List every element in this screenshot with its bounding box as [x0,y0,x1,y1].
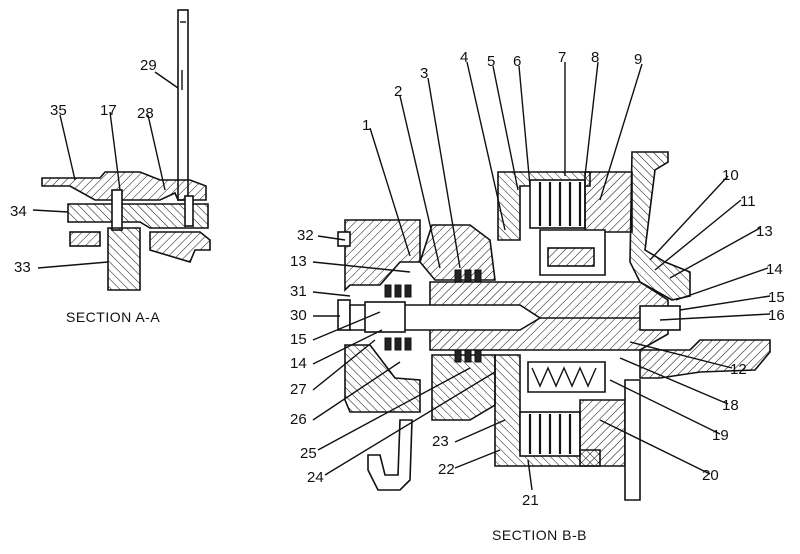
clutch-plates-upper [529,179,586,229]
callout-9: 9 [634,51,642,68]
shift-fork [67,203,209,229]
callout-20: 20 [702,467,719,484]
callout-35: 35 [50,102,67,119]
callout-21: 21 [522,492,539,509]
clutch-plates-lower [519,411,581,457]
gear-teeth-upper [384,269,482,298]
lever-33 [107,227,141,291]
housing-top [41,171,207,201]
callout-7: 7 [558,49,566,66]
callout-28: 28 [137,105,154,122]
callout-15b: 15 [768,289,785,306]
support-leg [367,419,413,491]
bracket [149,231,211,263]
shift-rod [177,9,189,201]
callout-31: 31 [290,283,307,300]
callout-27: 27 [290,381,307,398]
section-aa-drawing [41,9,211,291]
spring-coils [531,366,597,388]
right-flange-lower [639,339,771,379]
callout-17: 17 [100,102,117,119]
callout-1: 1 [362,117,370,134]
fork-pin [111,189,123,231]
lower-block-33 [69,231,101,247]
callout-29: 29 [140,57,157,74]
callout-14a: 14 [290,355,307,372]
callout-2: 2 [394,83,402,100]
callout-30: 30 [290,307,307,324]
caption-section-bb: SECTION B-B [492,527,587,543]
callout-23: 23 [432,433,449,450]
callout-15a: 15 [290,331,307,348]
callout-33: 33 [14,259,31,276]
callout-18: 18 [722,397,739,414]
callout-19: 19 [712,427,729,444]
callout-34: 34 [10,203,27,220]
callout-14b: 14 [766,261,783,278]
callout-13a: 13 [290,253,307,270]
right-housing [629,151,691,301]
callout-24: 24 [307,469,324,486]
gear-teeth-lower [384,337,482,363]
callout-8: 8 [591,49,599,66]
callout-10: 10 [722,167,739,184]
callout-16: 16 [768,307,785,324]
callout-4: 4 [460,49,468,66]
shaft-right-end [639,305,681,331]
callout-32: 32 [297,227,314,244]
clutch-drum-upper [584,171,633,233]
spring-pack [527,361,606,393]
left-cover-lower [344,344,421,413]
callout-22: 22 [438,461,455,478]
callout-25: 25 [300,445,317,462]
output-plate [624,379,641,501]
callout-5: 5 [487,53,495,70]
section-bb-drawing [337,151,771,501]
input-gear-lower [431,354,496,421]
left-cover [344,219,421,292]
caption-section-aa: SECTION A-A [66,309,160,325]
callout-6: 6 [513,53,521,70]
callout-26: 26 [290,411,307,428]
callout-13b: 13 [756,223,773,240]
callout-labels: 29 35 17 28 34 33 1 2 3 4 5 6 7 8 9 10 1… [10,49,785,509]
leader-lines [32,61,771,491]
callout-11: 11 [740,193,756,210]
callout-3: 3 [420,65,428,82]
callout-12: 12 [730,361,747,378]
shaft-left-end [364,301,406,333]
clutch-drum-lower [579,399,626,467]
